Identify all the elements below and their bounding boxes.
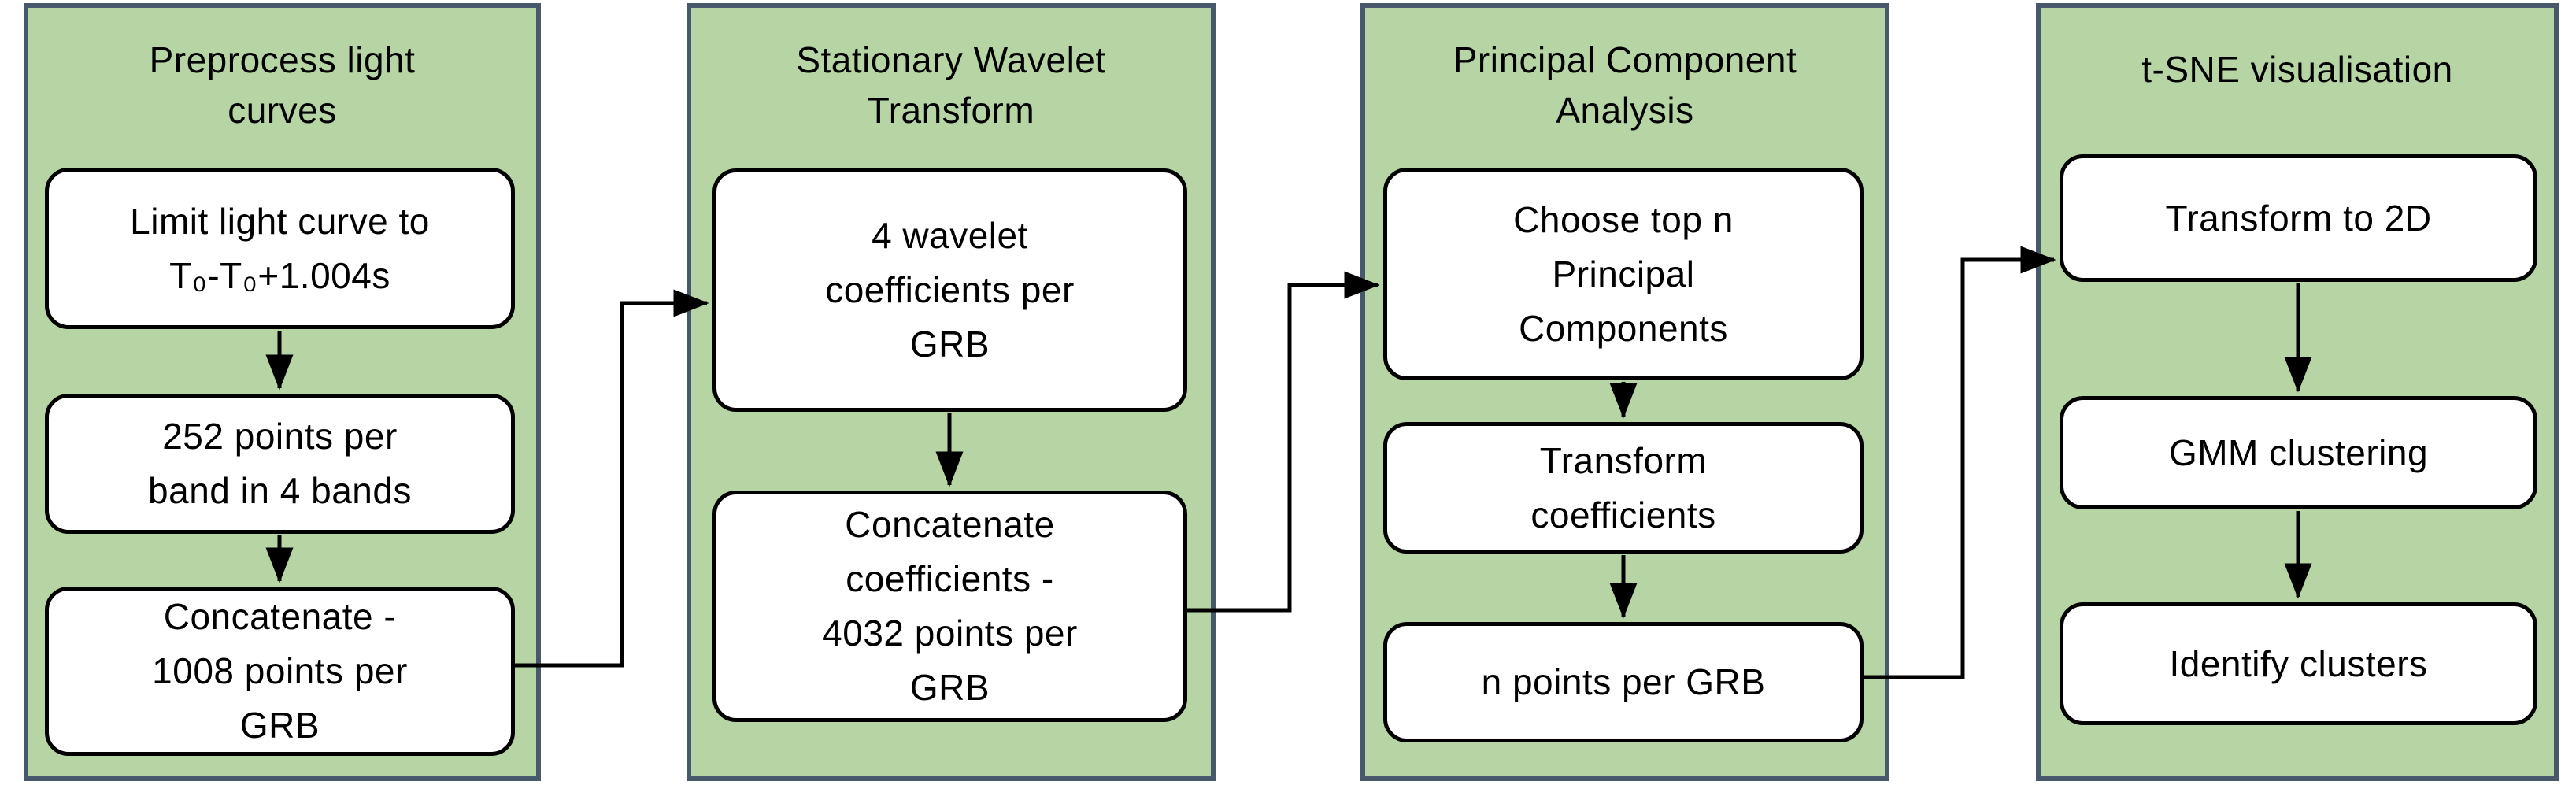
step-transform-to-2d: Transform to 2D xyxy=(2060,154,2537,282)
step-gmm-clustering: GMM clustering xyxy=(2060,396,2537,509)
panel-title-preprocess: Preprocess light curves xyxy=(149,39,416,131)
step-concatenate-1008-points: Concatenate - 1008 points per GRB xyxy=(45,587,515,756)
step-transform-coefficients: Transform coefficients xyxy=(1383,422,1864,554)
panel-title-stationary-wavelet-transform: Stationary Wavelet Transform xyxy=(796,39,1106,131)
step-identify-clusters: Identify clusters xyxy=(2060,602,2537,725)
step-n-points-per-grb: n points per GRB xyxy=(1383,622,1864,742)
step-limit-light-curve: Limit light curve to T₀-T₀+1.004s xyxy=(45,168,515,329)
step-concatenate-4032-points: Concatenate coefficients - 4032 points p… xyxy=(712,491,1187,722)
panel-title-principal-component-analysis: Principal Component Analysis xyxy=(1453,39,1797,131)
step-4-wavelet-coefficients: 4 wavelet coefficients per GRB xyxy=(712,168,1187,412)
step-252-points-per-band: 252 points per band in 4 bands xyxy=(45,394,515,534)
panel-title-tsne-visualisation: t-SNE visualisation xyxy=(2141,49,2453,90)
panel-connector-arrow xyxy=(515,289,709,668)
panel-connector-arrow xyxy=(1864,246,2056,679)
step-choose-top-n-components: Choose top n Principal Components xyxy=(1383,168,1864,380)
panel-connector-arrow xyxy=(1187,271,1380,613)
